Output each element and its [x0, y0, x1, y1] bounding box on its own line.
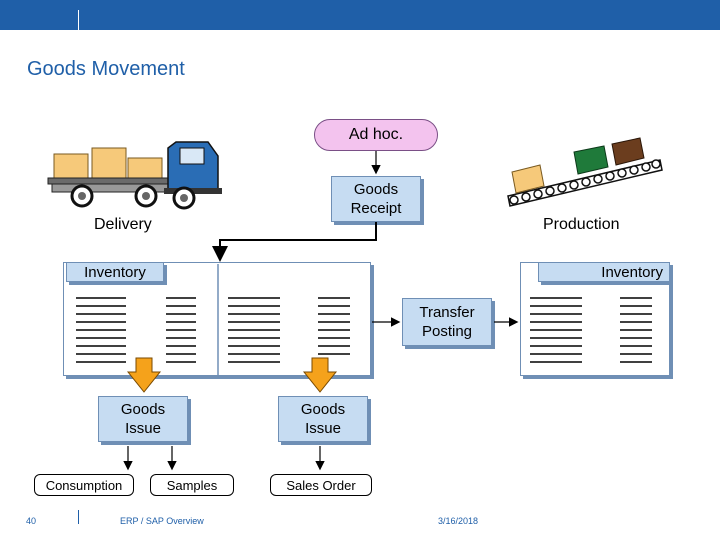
delivery-label: Delivery	[94, 216, 152, 233]
goods-issue-node-right: Goods Issue	[278, 396, 368, 442]
footer-divider	[78, 510, 79, 524]
header-divider	[78, 10, 79, 30]
inventory-header-right: Inventory	[538, 262, 670, 282]
header-bar	[0, 0, 720, 30]
footer-course: ERP / SAP Overview	[120, 516, 204, 526]
goods-issue-node-left: Goods Issue	[98, 396, 188, 442]
transfer-posting-node: Transfer Posting	[402, 298, 492, 346]
sales-order-label: Sales Order	[270, 474, 372, 496]
page-number: 40	[26, 516, 37, 526]
footer-date: 3/16/2018	[438, 516, 479, 526]
samples-label: Samples	[150, 474, 234, 496]
ad-hoc-node: Ad hoc.	[314, 119, 438, 151]
consumption-label: Consumption	[34, 474, 134, 496]
goods-receipt-node: Goods Receipt	[331, 176, 421, 222]
inventory-header-left: Inventory	[66, 262, 164, 282]
page-title: Goods Movement	[27, 58, 185, 80]
production-label: Production	[543, 216, 620, 233]
